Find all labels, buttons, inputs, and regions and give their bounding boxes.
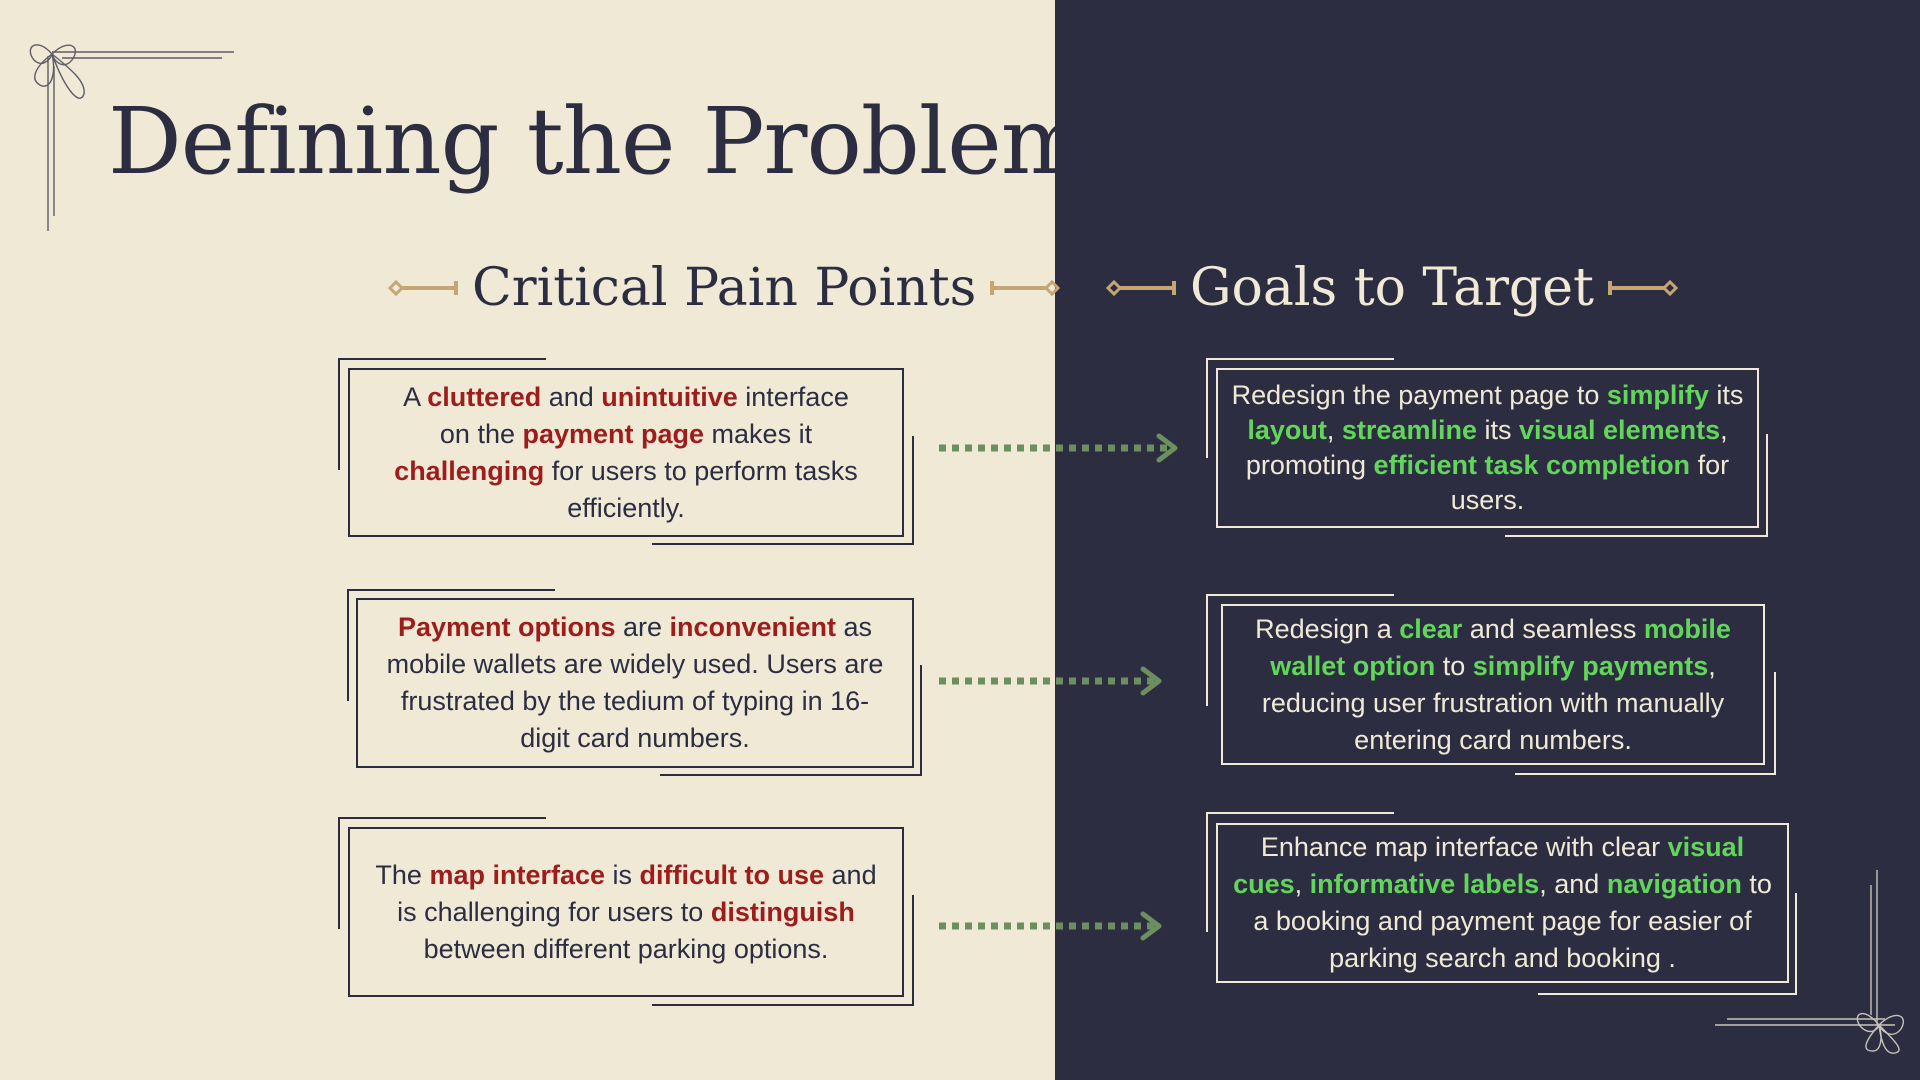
text-segment: , and [1539, 869, 1607, 899]
text-segment: Redesign a [1255, 613, 1400, 644]
highlighted-phrase: cluttered [427, 381, 542, 412]
text-segment: and [541, 381, 602, 412]
card-frame-corner [1206, 812, 1394, 932]
card-frame-corner [1505, 434, 1768, 537]
highlighted-phrase: mobile wallet option [1270, 613, 1731, 681]
pain-point-text: Payment options are inconvenient as mobi… [378, 609, 892, 757]
highlighted-phrase: visual elements [1519, 415, 1721, 445]
corner-flourish-bottom-right [1715, 870, 1904, 1054]
card-frame-corner [1538, 893, 1797, 995]
text-segment: A [403, 381, 428, 412]
heading-ornament-right-icon [1607, 279, 1678, 297]
card-frame-corner [660, 665, 922, 776]
highlighted-phrase: informative labels [1309, 869, 1540, 899]
pain-point-text: A cluttered and unintuitive interface on… [388, 379, 864, 527]
corner-flourish-top-left [29, 44, 234, 231]
text-segment: and is challenging for users to [397, 859, 877, 927]
pain-points-heading: Critical Pain Points [388, 258, 1061, 318]
text-segment: is [605, 859, 640, 890]
dotted-arrow-icon [939, 666, 1162, 696]
highlighted-phrase: layout [1247, 415, 1327, 445]
pain-point-card: The map interface is difficult to use an… [348, 827, 904, 997]
highlighted-phrase: streamline [1341, 415, 1477, 445]
goal-text: Enhance map interface with clear visual … [1226, 829, 1779, 977]
goals-heading-text: Goals to Target [1190, 258, 1594, 318]
goal-card: Redesign a clear and seamless mobile wal… [1221, 604, 1765, 765]
highlighted-phrase: payment page [522, 418, 705, 449]
text-segment: , [1326, 415, 1342, 445]
text-segment: to a booking and payment page for easier… [1253, 869, 1772, 973]
heading-ornament-left-icon [388, 279, 458, 297]
text-segment: its [1476, 415, 1519, 445]
card-frame-corner [652, 895, 914, 1006]
dotted-arrow-icon [939, 911, 1162, 941]
card-frame-corner [347, 589, 555, 701]
text-segment: for users. [1450, 450, 1730, 515]
highlighted-phrase: map interface [429, 859, 606, 890]
heading-ornament-left-icon [1106, 279, 1176, 297]
goal-text: Redesign the payment page to simplify it… [1230, 378, 1745, 518]
highlighted-phrase: challenging [394, 455, 545, 486]
text-segment: for users to perform tasks efficiently. [544, 455, 858, 523]
card-frame-corner [652, 436, 914, 545]
dotted-arrow-icon [939, 433, 1178, 463]
text-segment: to [1435, 650, 1473, 681]
text-segment: , [1294, 869, 1310, 899]
highlighted-phrase: clear [1399, 613, 1463, 644]
text-segment: Enhance map interface with clear [1260, 832, 1668, 862]
highlighted-phrase: distinguish [710, 896, 855, 927]
goal-card: Enhance map interface with clear visual … [1216, 823, 1789, 983]
pain-point-card: Payment options are inconvenient as mobi… [356, 598, 914, 768]
card-frame-corner [1515, 672, 1776, 775]
left-panel [0, 0, 1055, 1080]
highlighted-phrase: simplify payments [1472, 650, 1709, 681]
card-frame-corner [338, 817, 546, 929]
card-frame-corner [1206, 594, 1394, 706]
right-panel [1055, 0, 1920, 1080]
highlighted-phrase: inconvenient [669, 612, 837, 642]
goal-text: Redesign a clear and seamless mobile wal… [1237, 611, 1749, 759]
text-segment: are [615, 612, 670, 642]
card-frame-corner [1206, 358, 1394, 458]
text-segment: The [375, 859, 430, 890]
text-segment: Redesign the payment page to [1231, 380, 1607, 410]
highlighted-phrase: efficient task completion [1373, 450, 1691, 480]
highlighted-phrase: difficult to use [639, 859, 825, 890]
text-segment: , promoting [1245, 415, 1728, 480]
pain-point-card: A cluttered and unintuitive interface on… [348, 368, 904, 537]
text-segment: makes it [704, 418, 813, 449]
page-title: Defining the Problem [108, 88, 1088, 195]
text-segment: , reducing user frustration with manuall… [1261, 650, 1725, 755]
goals-heading: Goals to Target [1106, 258, 1678, 318]
pain-points-heading-text: Critical Pain Points [472, 258, 977, 318]
pain-point-text: The map interface is difficult to use an… [364, 857, 888, 968]
card-frame-corner [338, 358, 546, 470]
highlighted-phrase: unintuitive [601, 381, 738, 412]
goal-card: Redesign the payment page to simplify it… [1216, 368, 1759, 528]
highlighted-phrase: Payment options [397, 612, 616, 642]
text-segment: its [1708, 380, 1744, 410]
text-segment: and seamless [1462, 613, 1644, 644]
highlighted-phrase: navigation [1606, 869, 1742, 899]
text-segment: interface on the [439, 381, 849, 449]
text-segment: between different parking options. [423, 933, 829, 964]
highlighted-phrase: simplify [1606, 380, 1709, 410]
heading-ornament-right-icon [990, 279, 1061, 297]
text-segment: as mobile wallets are widely used. Users… [386, 612, 884, 753]
highlighted-phrase: visual cues [1233, 832, 1745, 899]
